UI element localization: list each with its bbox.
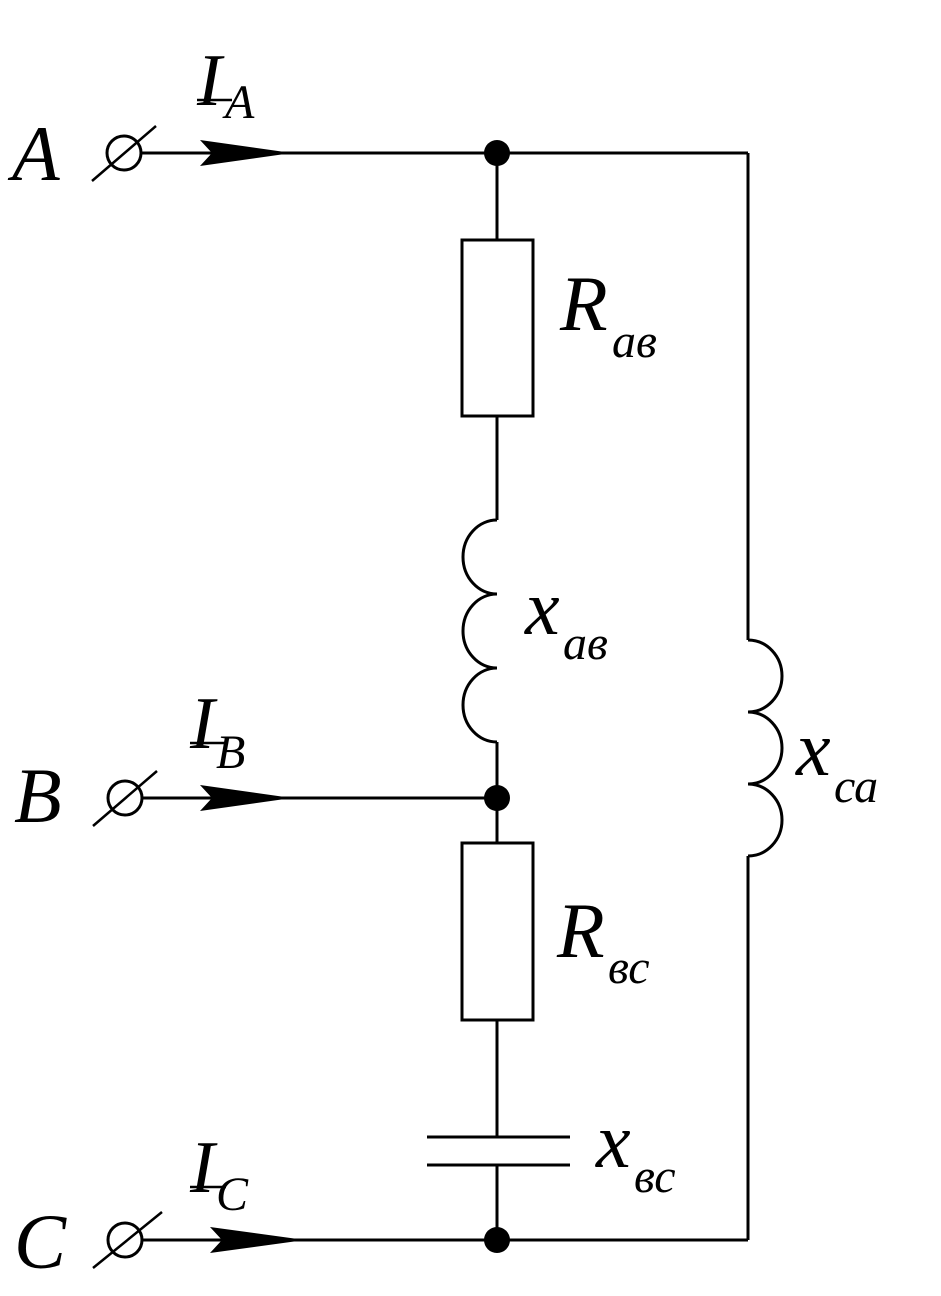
branch-bc [427,798,570,1240]
label-x-bc: x вс [595,1097,676,1203]
terminal-a-slash [91,125,157,182]
arrow-b [200,785,292,811]
inductor-xca [747,638,784,858]
x-ca-symbol: x [795,705,831,792]
current-c-symbol: I [189,1127,218,1209]
x-ab-subscript: ав [563,617,608,670]
terminal-c-slash [92,1211,163,1269]
resistor-rbc [460,841,535,1022]
label-r-ab: R ав [559,260,657,368]
x-ca-subscript: са [834,760,878,813]
branch-ab [460,153,535,798]
label-x-ab: x ав [524,564,608,670]
x-bc-symbol: x [595,1097,631,1184]
arrow-a [200,140,292,166]
current-c-subscript: C [216,1168,249,1221]
current-a-subscript: A [222,76,255,129]
r-ab-subscript: ав [612,315,657,368]
r-bc-subscript: вс [608,941,650,994]
line-c [92,1211,748,1269]
current-a-symbol: I [196,40,225,122]
current-label-c: I C [189,1127,249,1221]
arrow-c [210,1227,305,1253]
line-b [92,770,510,827]
line-a [91,125,748,182]
terminal-b-label: B [14,752,62,839]
current-b-subscript: B [216,726,245,779]
label-r-bc: R вс [556,887,650,994]
terminal-c-label: C [14,1198,67,1285]
r-bc-symbol: R [556,887,605,974]
inductor-xab [461,518,498,744]
r-ab-symbol: R [559,260,608,347]
x-bc-subscript: вс [634,1150,676,1203]
resistor-rab [460,238,535,418]
current-b-symbol: I [189,683,218,765]
label-x-ca: x са [795,705,878,813]
current-label-b: I B [189,683,245,779]
branch-ca [746,153,784,1240]
current-label-a: I A [196,40,255,129]
x-ab-symbol: x [524,564,560,651]
terminal-b-slash [92,770,158,827]
terminal-a-label: A [7,110,60,197]
